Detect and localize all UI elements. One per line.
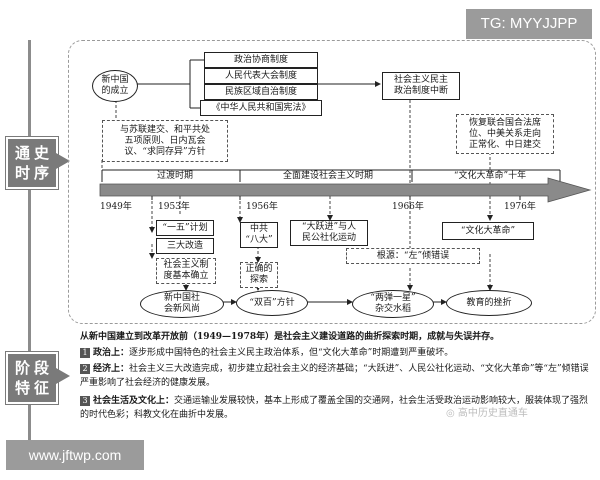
explore-box: 正确的 探索 [240,262,278,288]
summary-intro-text: 从新中国建立到改革开放前（1949—1978年）是社会主义建设道路的曲折探索时期… [80,332,500,342]
system-box: 民族区域自治制度 [204,84,318,100]
society-line: 新中国社 [163,293,200,303]
bombs-line: “两弹一星” [370,293,416,303]
eighth-congress-line: “八大” [245,235,273,245]
system-established-line: 度基本确立 [163,271,209,281]
interrupt-box: 社会主义民主 政治制度中断 [382,72,460,100]
cr-box: “文化大革命” [442,222,534,240]
summary-number: 1 [80,347,90,358]
summary-text: 逐步形成中国特色的社会主义民主政治体系，但“文化大革命”时期遭到严重破坏。 [129,348,454,358]
restore-line: 恢复联合国合法席 [468,117,541,128]
eighth-congress-box: 中共 “八大” [240,222,278,248]
summary-number: 3 [80,395,90,406]
founding-line: 新中国 [101,75,129,85]
features-arrow-icon [56,368,70,384]
interrupt-line: 社会主义民主 [393,75,448,85]
period-transition: 过渡时期 [140,171,210,182]
explore-line: 探索 [249,275,268,285]
summary-head: 社会生活及文化上： [93,396,175,406]
interrupt-line: 政治制度中断 [393,86,448,96]
summary-head: 政治上： [93,348,130,358]
summary-head: 经济上： [93,364,130,374]
founding-line: 的成立 [101,86,129,96]
system-established-line: 社会主义制 [163,260,209,270]
side-label-line: 特征 [14,379,53,397]
left-vertical-line [28,40,31,460]
features-side-label: 阶段 特征 [5,351,59,405]
leap-line: “大跃进”与人 [301,222,357,232]
year-label: 1949年 [100,202,132,212]
leap-box: “大跃进”与人 民公社化运动 [290,220,368,246]
bombs-node: “两弹一星” 杂交水稻 [352,290,434,318]
summary-text: 交通运输业发展较快，基本上形成了覆盖全国的交通网，社会生活受政治运动影响较大，服… [80,396,589,420]
hundred-node: “双百”方针 [236,290,308,316]
root-box: 根源：“左”倾错误 [346,248,480,264]
bombs-line: 杂交水稻 [374,304,411,314]
side-label-line: 时序 [14,164,53,182]
restore-line: 正常化、中日建交 [468,139,541,150]
period-cultural-revolution: “文化大革命”十年 [440,171,540,182]
system-established-box: 社会主义制 度基本确立 [156,258,216,284]
bottom-watermark: www.jftwp.com [6,440,144,470]
diplomacy-line: 议、“求同存异”方针 [124,146,206,157]
summary-number: 2 [80,363,90,374]
summary-text: 社会主义三大改造完成，初步建立起社会主义的经济基础；“大跃进”、人民公社化运动、… [80,364,589,388]
top-watermark: TG: MYYJJPP [466,9,592,39]
constitution-box: 《中华人民共和国宪法》 [200,100,322,116]
eighth-congress-line: 中共 [249,224,268,234]
year-label: 1976年 [504,202,536,212]
diplomacy-line: 五项原则、日内瓦会 [124,135,206,146]
year-label: 1956年 [246,202,278,212]
wechat-name: 高中历史直通车 [457,408,528,419]
explore-line: 正确的 [245,264,273,274]
year-label: 1953年 [158,202,190,212]
founding-node: 新中国 的成立 [92,70,138,102]
system-box: 政治协商制度 [204,52,318,68]
society-line: 会新风尚 [163,304,200,314]
period-construction: 全面建设社会主义时期 [268,171,388,182]
society-node: 新中国社 会新风尚 [140,290,224,318]
summary-intro: 从新中国建立到改革开放前（1949—1978年）是社会主义建设道路的曲折探索时期… [80,330,590,344]
timeline-arrow-icon [56,153,70,169]
system-box: 人民代表大会制度 [204,68,318,84]
diplomacy-box: 与苏联建交、和平共处 五项原则、日内瓦会 议、“求同存异”方针 [102,120,228,162]
wechat-icon: ◎ [446,408,458,419]
year-label: 1966年 [392,202,424,212]
diplomacy-line: 与苏联建交、和平共处 [119,124,210,135]
side-label-line: 阶段 [14,359,53,377]
side-label-line: 通史 [14,144,53,162]
leap-line: 民公社化运动 [301,233,356,243]
restore-line: 位、中美关系走向 [468,128,541,139]
education-node: 教育的挫折 [446,290,532,316]
timeline-panel [68,40,596,324]
reform-box: 三大改造 [156,238,214,254]
wechat-watermark: ◎ 高中历史直通车 [446,404,528,419]
restore-box: 恢复联合国合法席 位、中美关系走向 正常化、中日建交 [456,114,554,154]
plan-box: “一五”计划 [156,220,214,236]
